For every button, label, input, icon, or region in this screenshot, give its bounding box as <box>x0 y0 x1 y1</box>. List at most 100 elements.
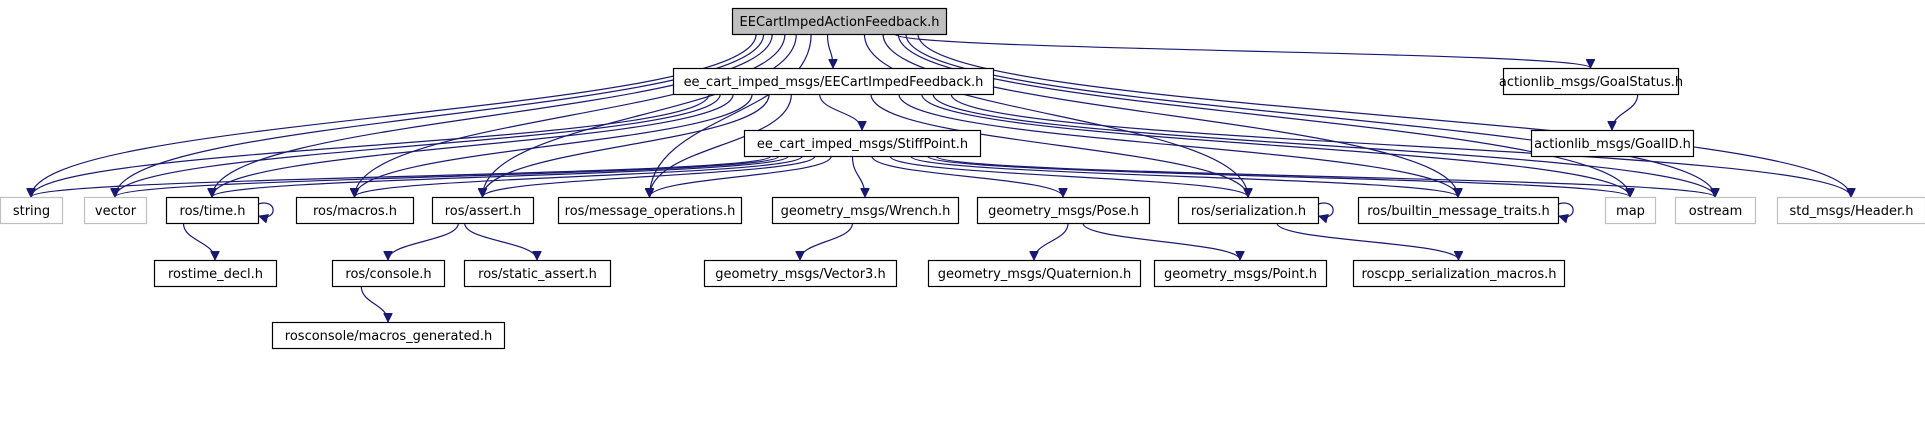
node-box-header <box>1776 196 1925 225</box>
node-macros[interactable]: ros/macros.h <box>295 196 415 225</box>
node-box-assert <box>431 196 535 225</box>
node-label-pose: geometry_msgs/Pose.h <box>988 204 1139 219</box>
edge-root-to-string <box>31 33 757 197</box>
node-box-msgops <box>557 196 743 225</box>
node-label-ostream: ostream <box>1689 204 1743 219</box>
node-label-builtin: ros/builtin_message_traits.h <box>1367 204 1550 219</box>
edge-root-to-builtin <box>882 33 1458 197</box>
node-box-console <box>331 259 446 288</box>
node-label-sermacros: roscpp_serialization_macros.h <box>1362 267 1557 282</box>
node-msgops[interactable]: ros/message_operations.h <box>557 196 743 225</box>
node-label-rosconsolemacros: rosconsole/macros_generated.h <box>285 329 492 344</box>
edge-eefb-to-vector <box>115 93 721 198</box>
node-label-point: geometry_msgs/Point.h <box>1164 267 1317 282</box>
node-eefb[interactable]: ee_cart_imped_msgs/EECartImpedFeedback.h <box>672 67 995 96</box>
node-label-rostimedecl: rostime_decl.h <box>168 267 263 282</box>
edges <box>31 33 1851 323</box>
edge-rostime-to-rostime <box>257 202 274 217</box>
node-goalstatus[interactable]: actionlib_msgs/GoalStatus.h <box>1499 67 1683 96</box>
node-label-console: ros/console.h <box>345 267 431 282</box>
node-rosconsolemacros[interactable]: rosconsole/macros_generated.h <box>271 321 506 350</box>
edge-pose-to-point <box>1082 222 1240 261</box>
node-stiff[interactable]: ee_cart_imped_msgs/StiffPoint.h <box>743 129 982 158</box>
node-box-pose <box>976 196 1151 225</box>
node-label-wrench: geometry_msgs/Wrench.h <box>781 204 951 219</box>
node-root[interactable]: EECartImpedActionFeedback.h <box>731 7 948 36</box>
node-box-goalstatus <box>1502 67 1680 96</box>
edge-root-to-vector <box>115 33 765 197</box>
edge-eefb-to-string <box>31 93 710 198</box>
node-vector[interactable]: vector <box>83 196 148 225</box>
edge-root-to-header <box>917 33 1851 197</box>
edge-stiff-to-builtin <box>909 155 1458 198</box>
node-string[interactable]: string <box>0 196 64 225</box>
node-label-rostime: ros/time.h <box>180 204 246 219</box>
edge-assert-to-console <box>388 222 459 261</box>
node-label-msgops: ros/message_operations.h <box>565 204 736 219</box>
edge-stiff-to-wrench <box>851 155 865 197</box>
node-vector3[interactable]: geometry_msgs/Vector3.h <box>703 259 898 288</box>
node-staticassert[interactable]: ros/static_assert.h <box>463 259 612 288</box>
node-box-goalid <box>1530 129 1695 158</box>
node-box-rostimedecl <box>153 259 278 288</box>
node-box-string <box>0 196 64 225</box>
node-map[interactable]: map <box>1604 196 1657 225</box>
node-box-builtin <box>1357 196 1560 225</box>
edge-stiff-to-macros <box>355 155 803 198</box>
node-rostime[interactable]: ros/time.h <box>165 196 260 225</box>
edge-eefb-to-ostream <box>932 93 1715 198</box>
node-box-quat <box>927 259 1142 288</box>
node-box-wrench <box>771 196 960 225</box>
node-box-sermacros <box>1352 259 1566 288</box>
node-serial[interactable]: ros/serialization.h <box>1177 196 1320 225</box>
edge-eefb-to-map <box>921 93 1630 198</box>
node-rostimedecl[interactable]: rostime_decl.h <box>153 259 278 288</box>
node-box-serial <box>1177 196 1320 225</box>
edge-stiff-to-ostream <box>935 155 1715 198</box>
node-label-quat: geometry_msgs/Quaternion.h <box>938 267 1131 282</box>
node-box-stiff <box>743 129 982 158</box>
edge-stiff-to-rostime <box>212 155 789 198</box>
edge-stiff-to-assert <box>483 155 816 198</box>
node-console[interactable]: ros/console.h <box>331 259 446 288</box>
node-pose[interactable]: geometry_msgs/Pose.h <box>976 196 1151 225</box>
node-quat[interactable]: geometry_msgs/Quaternion.h <box>927 259 1142 288</box>
node-point[interactable]: geometry_msgs/Point.h <box>1153 259 1328 288</box>
edge-root-to-rostime <box>212 33 773 197</box>
node-label-goalid: actionlib_msgs/GoalID.h <box>1534 137 1691 152</box>
node-goalid[interactable]: actionlib_msgs/GoalID.h <box>1530 129 1695 158</box>
edge-eefb-to-rostime <box>212 93 734 198</box>
edge-serial-to-serial <box>1317 202 1334 217</box>
node-label-string: string <box>13 204 50 219</box>
node-label-assert: ros/assert.h <box>445 204 522 219</box>
node-header[interactable]: std_msgs/Header.h <box>1776 196 1925 225</box>
edge-eefb-to-assert <box>483 93 770 197</box>
node-label-macros: ros/macros.h <box>313 204 397 219</box>
edge-eefb-to-header <box>950 93 1851 198</box>
edge-stiff-to-map <box>926 155 1630 198</box>
edge-stiff-to-vector <box>115 155 780 198</box>
edge-assert-to-staticassert <box>464 222 537 261</box>
edge-stiff-to-msgops <box>650 155 832 198</box>
node-assert[interactable]: ros/assert.h <box>431 196 535 225</box>
edge-eefb-to-stiff <box>819 93 862 131</box>
node-box-ostream <box>1674 196 1757 225</box>
edge-stiff-to-serial <box>889 155 1248 198</box>
edge-root-to-macros <box>355 33 786 197</box>
node-label-staticassert: ros/static_assert.h <box>478 267 597 282</box>
node-ostream[interactable]: ostream <box>1674 196 1757 225</box>
node-label-goalstatus: actionlib_msgs/GoalStatus.h <box>1499 75 1683 90</box>
node-box-eefb <box>672 67 995 96</box>
node-label-serial: ros/serialization.h <box>1191 204 1306 219</box>
node-label-eefb: ee_cart_imped_msgs/EECartImpedFeedback.h <box>684 75 984 90</box>
node-sermacros[interactable]: roscpp_serialization_macros.h <box>1352 259 1566 288</box>
node-box-rostime <box>165 196 260 225</box>
edge-root-to-eefb <box>826 33 833 68</box>
node-builtin[interactable]: ros/builtin_message_traits.h <box>1357 196 1560 225</box>
node-label-stiff: ee_cart_imped_msgs/StiffPoint.h <box>757 137 968 152</box>
node-wrench[interactable]: geometry_msgs/Wrench.h <box>771 196 960 225</box>
edge-serial-to-sermacros <box>1276 222 1459 261</box>
node-box-map <box>1604 196 1657 225</box>
node-label-vector3: geometry_msgs/Vector3.h <box>715 267 885 282</box>
